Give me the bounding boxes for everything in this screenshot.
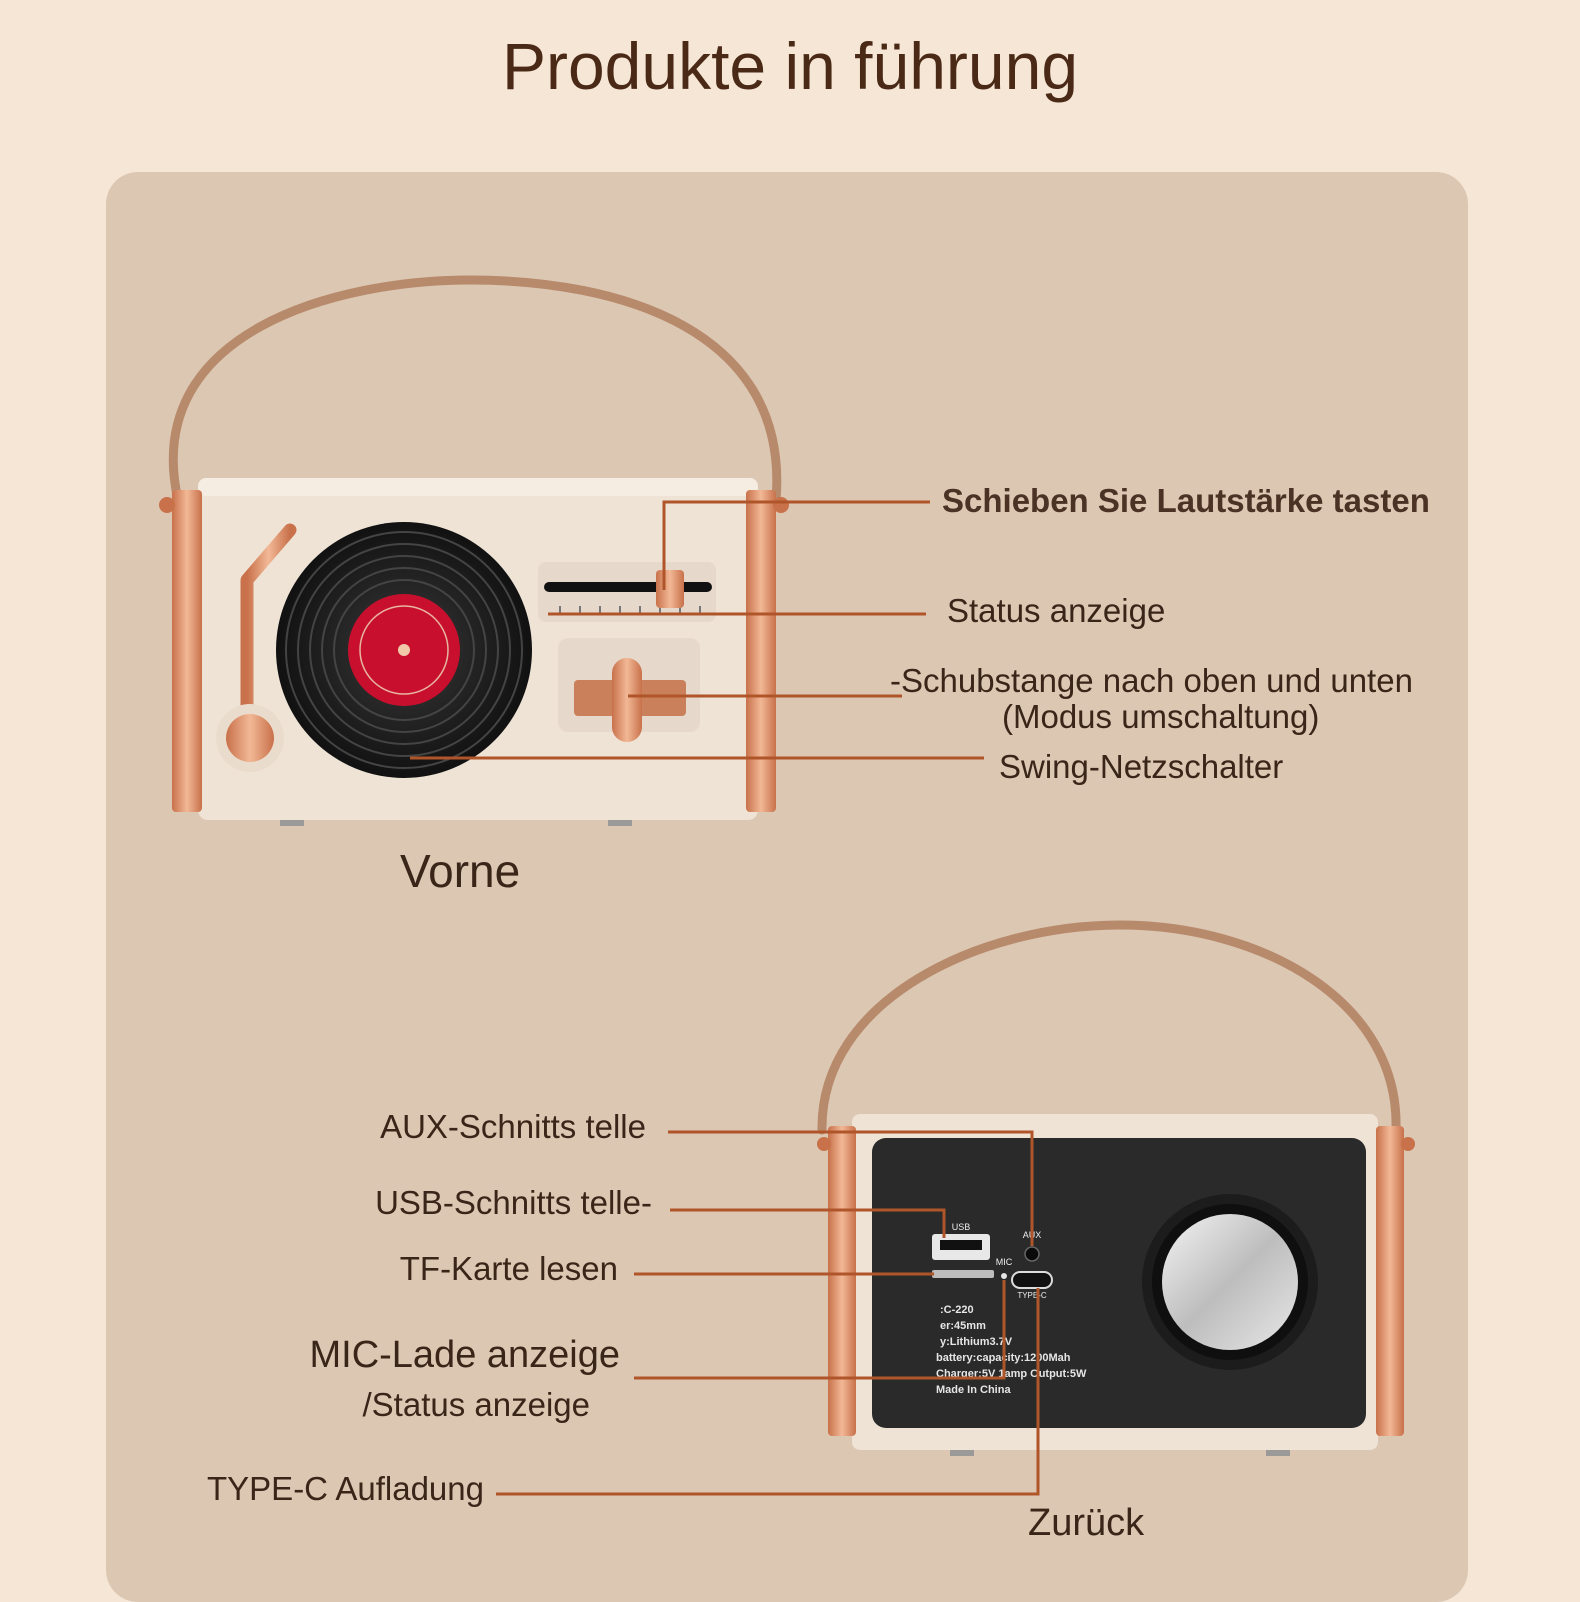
front-right-frame [746,490,776,812]
label-mic-indicator: MIC-Lade anzeige [309,1334,620,1376]
typec-port[interactable] [1011,1271,1053,1289]
label-status-indicator: Status anzeige [947,592,1166,629]
tf-card-slot[interactable] [932,1270,994,1278]
front-callouts [410,500,984,760]
back-right-frame [1376,1126,1404,1436]
spec-line: Made In China [936,1384,1011,1396]
back-callouts [496,1130,1040,1496]
label-aux-port: AUX-Schnitts telle [380,1108,646,1145]
front-caption: Vorne [400,845,521,897]
spec-line: :C-220 [940,1304,974,1316]
volume-slider[interactable] [538,562,716,622]
back-caption: Zurück [1028,1502,1145,1544]
back-handle [817,920,1401,1135]
label-power-switch: Swing-Netzschalter [999,748,1284,785]
label-typec-charging: TYPE-C Aufladung [207,1470,484,1507]
label-mic-indicator-sub: /Status anzeige [362,1386,591,1423]
label-tf-card: TF-Karte lesen [399,1250,618,1287]
mode-switch[interactable] [558,638,700,742]
label-volume-slider: Schieben Sie Lautstärke tasten [942,482,1430,519]
front-handle [168,275,782,505]
aux-port[interactable] [1024,1246,1040,1262]
spec-line: er:45mm [940,1320,986,1332]
back-device: USB AUX MIC TYPE-C :C-220 er:45mm y:Lith… [496,920,1415,1496]
mic-port-label: MIC [996,1257,1013,1267]
mic-indicator [1001,1273,1007,1279]
page-title: Produkte in führung [501,29,1079,103]
speaker-icon [1142,1194,1318,1370]
tonearm-icon [216,523,297,772]
vinyl-record-icon [276,522,532,778]
back-left-frame [828,1126,856,1436]
usb-port-label: USB [952,1222,971,1232]
typec-port-label: TYPE-C [1017,1291,1047,1300]
spec-line: y:Lithium3.7V [940,1336,1013,1348]
label-push-rod-sub: (Modus umschaltung) [1002,698,1320,735]
front-left-frame [172,490,202,812]
label-push-rod: -Schubstange nach oben und unten [890,662,1413,699]
front-device [159,275,984,826]
label-usb-port: USB-Schnitts telle- [375,1184,652,1221]
